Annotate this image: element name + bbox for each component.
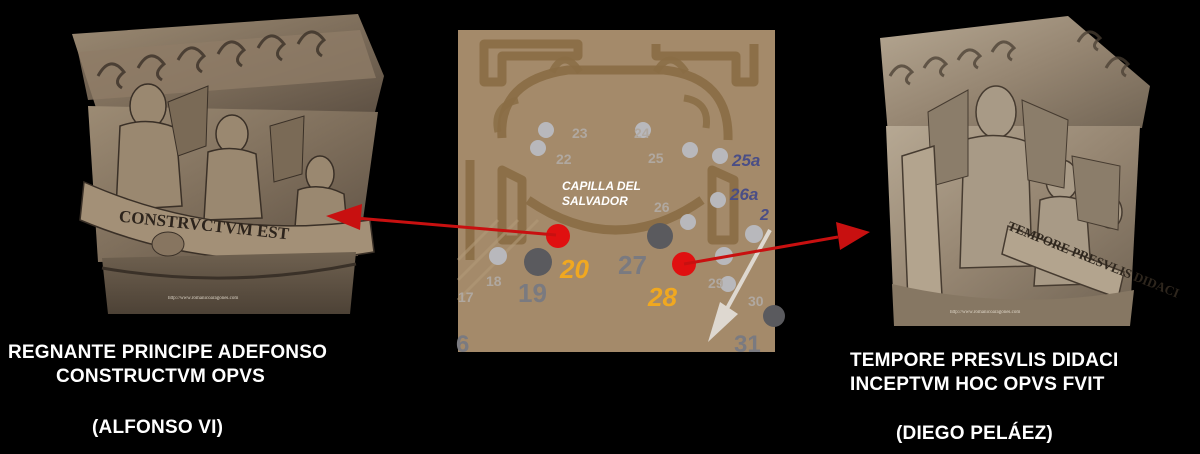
blue-labels: 25a 26a 2	[729, 151, 769, 224]
chapel-label-line1: CAPILLA DEL	[562, 179, 641, 193]
number-25a: 25a	[731, 151, 760, 170]
highlight-numbers: 20 28	[559, 254, 677, 312]
right-caption-name: (DIEGO PELÁEZ)	[896, 423, 1053, 444]
chapel-label: CAPILLA DEL SALVADOR	[562, 179, 641, 208]
number-24: 24	[634, 125, 650, 141]
floor-plan-drawing: 23 22 24 25 26 18 17 29 30 19 27 31 6 25…	[456, 30, 785, 358]
number-2x: 2	[759, 207, 769, 224]
number-19: 19	[518, 278, 547, 308]
number-25: 25	[648, 150, 664, 166]
marker-20	[546, 224, 570, 248]
number-22: 22	[556, 151, 572, 167]
left-caption-line2: CONSTRUCTVM OPVS	[56, 366, 266, 387]
floor-plan: 23 22 24 25 26 18 17 29 30 19 27 31 6 25…	[456, 30, 785, 358]
capital-right-drawing: TEMPORE PRESVLIS DIDACI	[880, 16, 1181, 326]
right-watermark: http://www.romanicoaragones.com	[950, 310, 1021, 315]
number-28: 28	[647, 282, 677, 312]
number-30: 30	[748, 293, 764, 309]
capital-right-image: TEMPORE PRESVLIS DIDACI http://www.roman…	[872, 16, 1181, 326]
capital-left-drawing: CONSTRVCTVM EST	[72, 14, 384, 314]
right-caption-line1: TEMPORE PRESVLIS DIDACI	[850, 350, 1119, 371]
right-caption-line2: INCEPTVM HOC OPVS FVIT	[850, 374, 1105, 395]
column-numbers: 23 22 24 25 26 18 17 29 30 19 27 31 6	[456, 125, 764, 358]
left-caption-line1: REGNANTE PRINCIPE ADEFONSO	[8, 342, 328, 363]
number-27: 27	[618, 250, 647, 280]
left-watermark: http://www.romanicoaragones.com	[168, 296, 239, 301]
chapel-label-line2: SALVADOR	[562, 194, 628, 208]
number-26: 26	[654, 199, 670, 215]
number-26a: 26a	[729, 185, 758, 204]
number-20: 20	[559, 254, 589, 284]
marker-28	[672, 252, 696, 276]
number-29: 29	[708, 275, 724, 291]
number-6: 6	[456, 331, 469, 358]
left-caption-name: (ALFONSO VI)	[92, 417, 224, 438]
number-31: 31	[734, 331, 761, 358]
number-17: 17	[458, 289, 474, 305]
number-18: 18	[486, 273, 502, 289]
number-23: 23	[572, 125, 588, 141]
capital-left-image: CONSTRVCTVM EST http://www.romanicoarago…	[58, 6, 386, 314]
